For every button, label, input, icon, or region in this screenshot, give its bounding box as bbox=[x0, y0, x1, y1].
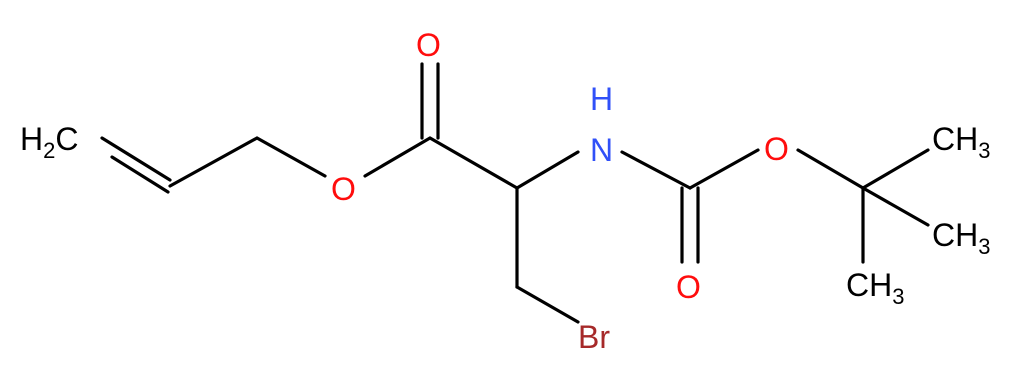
bond-c2-c3 bbox=[168, 136, 259, 188]
atom-o-boc: O bbox=[764, 131, 789, 167]
atom-ch3-top: CH3 bbox=[932, 121, 990, 163]
atom-br: Br bbox=[578, 319, 610, 355]
ch3-mid-sub: 3 bbox=[978, 234, 990, 259]
bond-cbeta-br bbox=[515, 285, 580, 324]
h2c-h: H bbox=[20, 121, 43, 157]
ch3-top-sub: 3 bbox=[978, 138, 990, 163]
bonds bbox=[100, 62, 930, 324]
bond-c1-c2-double-b bbox=[110, 155, 170, 194]
ch3-top-ch: CH bbox=[932, 121, 978, 157]
atom-ch3-mid: CH3 bbox=[932, 217, 990, 259]
bond-n-c-carbamate bbox=[620, 150, 692, 190]
bond-o-boc-cq bbox=[796, 148, 865, 190]
ch3-bot-sub: 3 bbox=[892, 284, 904, 309]
atom-o-ester: O bbox=[331, 171, 356, 207]
bond-calpha-n bbox=[515, 150, 580, 190]
ch3-mid-ch: CH bbox=[932, 217, 978, 253]
atom-o-carbonyl-top: O bbox=[416, 27, 441, 63]
ch3-bot-ch: CH bbox=[846, 267, 892, 303]
bond-o-ester-c4 bbox=[363, 136, 432, 178]
bond-c4-calpha bbox=[428, 136, 519, 190]
atom-h2c: H2C bbox=[20, 121, 78, 163]
bond-c-carbamate-o-boc bbox=[688, 148, 760, 190]
bond-cq-ch3-top bbox=[861, 148, 930, 190]
atom-labels: H2C O O N H O O CH3 CH3 CH3 Br bbox=[20, 27, 990, 355]
h2c-c: C bbox=[55, 121, 78, 157]
bond-c3-o-ester bbox=[255, 136, 327, 178]
atom-ch3-bot: CH3 bbox=[846, 267, 904, 309]
h2c-sub: 2 bbox=[43, 138, 55, 163]
bond-c1-c2-double-a bbox=[100, 136, 172, 182]
atom-n-h: H bbox=[590, 81, 613, 117]
bond-cq-ch3-mid bbox=[861, 186, 930, 227]
atom-o-carbonyl-bottom: O bbox=[676, 269, 701, 305]
atom-n: N bbox=[590, 132, 613, 168]
